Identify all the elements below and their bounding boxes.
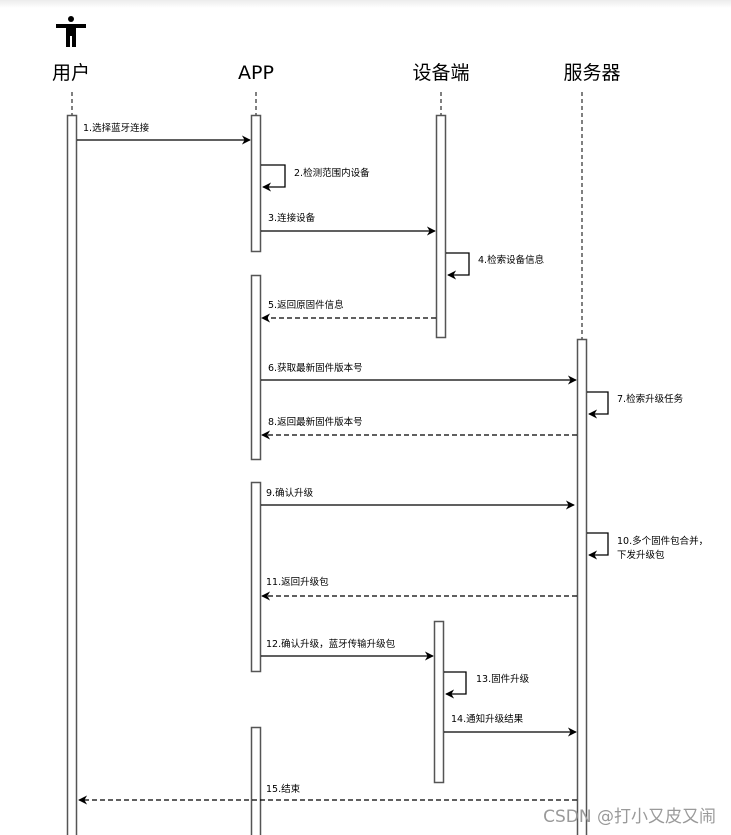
- message-label-6: 6.获取最新固件版本号: [268, 362, 363, 374]
- activation-user: [66, 114, 78, 835]
- person-icon: [56, 16, 86, 47]
- message-arrow-2: [261, 164, 286, 192]
- participant-label-device: 设备端: [412, 62, 469, 84]
- activation-app-1: [250, 114, 262, 253]
- activation-device-2: [433, 620, 445, 784]
- message-label-1: 1.选择蓝牙连接: [83, 122, 150, 134]
- message-label-8: 8.返回最新固件版本号: [268, 416, 363, 428]
- message-arrow-10: [587, 532, 609, 560]
- participant-label-server: 服务器: [563, 62, 620, 84]
- message-label-2: 2.检测范围内设备: [294, 167, 370, 179]
- message-label-3: 3.连接设备: [268, 212, 316, 224]
- message-label-4: 4.检索设备信息: [478, 254, 544, 266]
- activation-app-4: [250, 726, 262, 835]
- activation-server: [576, 338, 588, 835]
- message-label-10-line2: 下发升级包: [617, 549, 665, 561]
- participant-label-app: APP: [238, 62, 274, 84]
- message-label-10: 10.多个固件包合并，: [617, 535, 708, 547]
- participant-label-user: 用户: [52, 62, 90, 84]
- message-arrow-4: [446, 252, 470, 280]
- message-label-14: 14.通知升级结果: [451, 713, 524, 725]
- activation-app-3: [250, 481, 262, 673]
- message-label-7: 7.检索升级任务: [617, 393, 684, 405]
- message-label-13: 13.固件升级: [476, 673, 530, 685]
- activation-device-1: [435, 114, 447, 339]
- top-shadow-band: [0, 0, 731, 8]
- message-arrow-13: [444, 671, 467, 699]
- message-arrow-7: [587, 391, 609, 419]
- watermark: CSDN @打小又皮又闹: [543, 807, 716, 827]
- activation-app-2: [250, 274, 262, 461]
- message-label-15: 15.结束: [266, 783, 301, 795]
- message-label-11: 11.返回升级包: [266, 576, 329, 588]
- message-label-5: 5.返回原固件信息: [268, 299, 344, 311]
- message-label-9: 9.确认升级: [266, 487, 314, 499]
- message-label-12: 12.确认升级，蓝牙传输升级包: [266, 638, 396, 650]
